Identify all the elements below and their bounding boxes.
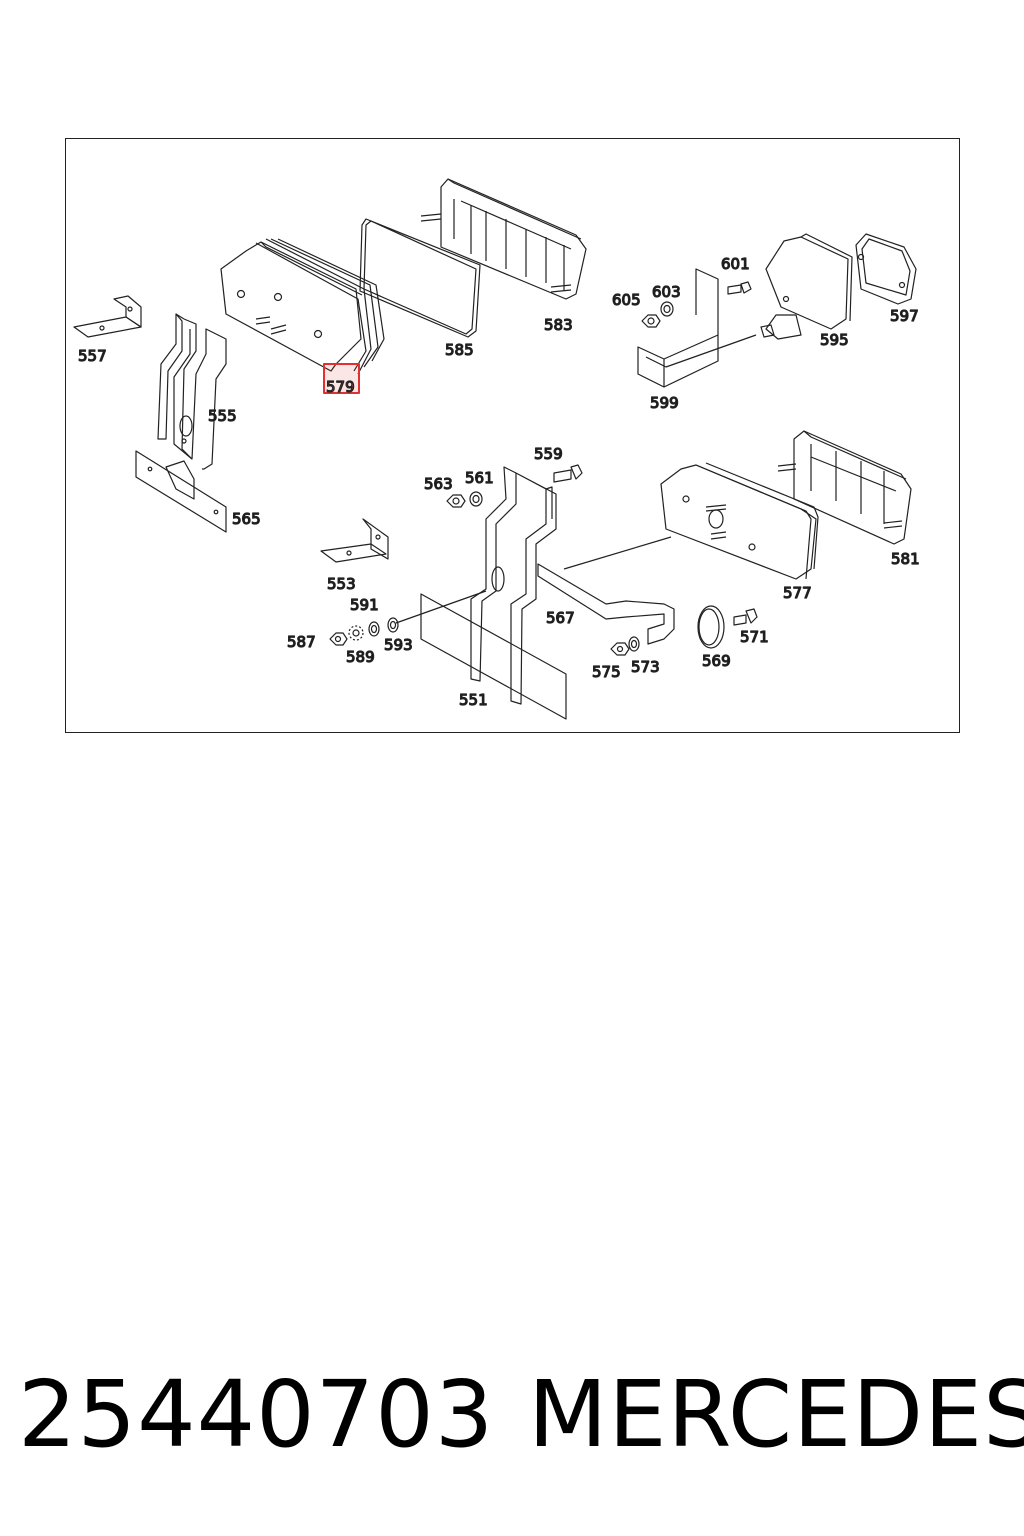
nut-605[interactable] xyxy=(641,314,661,328)
label-583: 583 xyxy=(544,316,573,334)
label-571: 571 xyxy=(740,628,769,646)
nut-587[interactable] xyxy=(329,632,348,646)
label-591: 591 xyxy=(350,596,379,614)
bracket-567[interactable] xyxy=(537,536,675,645)
label-579[interactable]: 579 xyxy=(325,377,355,396)
label-585: 585 xyxy=(445,341,474,359)
bracket-555[interactable] xyxy=(157,313,227,470)
exploded-parts-diagram: 557 555 565 579 585 583 605 603 601 599 … xyxy=(73,178,920,720)
label-605: 605 xyxy=(612,291,641,309)
label-565: 565 xyxy=(232,510,261,528)
label-555: 555 xyxy=(208,407,237,425)
label-569: 569 xyxy=(702,652,731,670)
washer-593[interactable] xyxy=(387,617,399,633)
label-561: 561 xyxy=(465,469,494,487)
label-577: 577 xyxy=(783,584,812,602)
label-553: 553 xyxy=(327,575,356,593)
label-593: 593 xyxy=(384,636,413,654)
nut-563[interactable] xyxy=(446,494,466,508)
bolt-571[interactable] xyxy=(733,608,758,626)
label-603: 603 xyxy=(652,283,681,301)
bolt-559[interactable] xyxy=(553,464,583,483)
nut-575[interactable] xyxy=(610,642,630,656)
bracket-553[interactable] xyxy=(320,518,389,563)
label-599: 599 xyxy=(650,394,679,412)
bracket-557[interactable] xyxy=(73,295,142,338)
label-573: 573 xyxy=(631,658,660,676)
tail-lamp-577[interactable] xyxy=(660,462,819,580)
work-lamp-595[interactable] xyxy=(760,233,853,340)
footer: 25440703 MERCEDES xyxy=(18,1360,1024,1470)
leader-line-bolt xyxy=(395,590,487,624)
label-559: 559 xyxy=(534,445,563,463)
lock-washer-589[interactable] xyxy=(348,625,364,641)
label-581: 581 xyxy=(891,550,920,568)
brand-name: MERCEDES xyxy=(528,1361,1024,1468)
lens-frame-581[interactable] xyxy=(777,430,912,545)
highlight-box-579[interactable] xyxy=(323,363,360,394)
bracket-551[interactable] xyxy=(420,466,567,720)
label-589: 589 xyxy=(346,648,375,666)
label-601: 601 xyxy=(721,255,750,273)
bracket-599[interactable] xyxy=(637,268,757,388)
label-551: 551 xyxy=(459,691,488,709)
label-587: 587 xyxy=(287,633,316,651)
washer-591[interactable] xyxy=(368,621,380,637)
part-number: 25440703 xyxy=(18,1361,495,1468)
label-557: 557 xyxy=(78,347,107,365)
tail-lamp-housing-579[interactable] xyxy=(220,238,385,375)
label-597: 597 xyxy=(890,307,919,325)
washer-573[interactable] xyxy=(628,636,640,652)
parts-diagram-frame: 557 555 565 579 585 583 605 603 601 599 … xyxy=(65,138,960,733)
plate-565[interactable] xyxy=(135,450,227,533)
lamp-lens-583[interactable] xyxy=(420,178,587,300)
label-563: 563 xyxy=(424,475,453,493)
label-575: 575 xyxy=(592,663,621,681)
disc-569[interactable] xyxy=(697,605,725,649)
label-595: 595 xyxy=(820,331,849,349)
gasket-585[interactable] xyxy=(359,218,481,338)
lens-597[interactable] xyxy=(855,233,917,305)
bolt-601[interactable] xyxy=(727,281,752,295)
label-567: 567 xyxy=(546,609,575,627)
washer-603[interactable] xyxy=(660,301,674,317)
washer-561[interactable] xyxy=(469,491,483,507)
